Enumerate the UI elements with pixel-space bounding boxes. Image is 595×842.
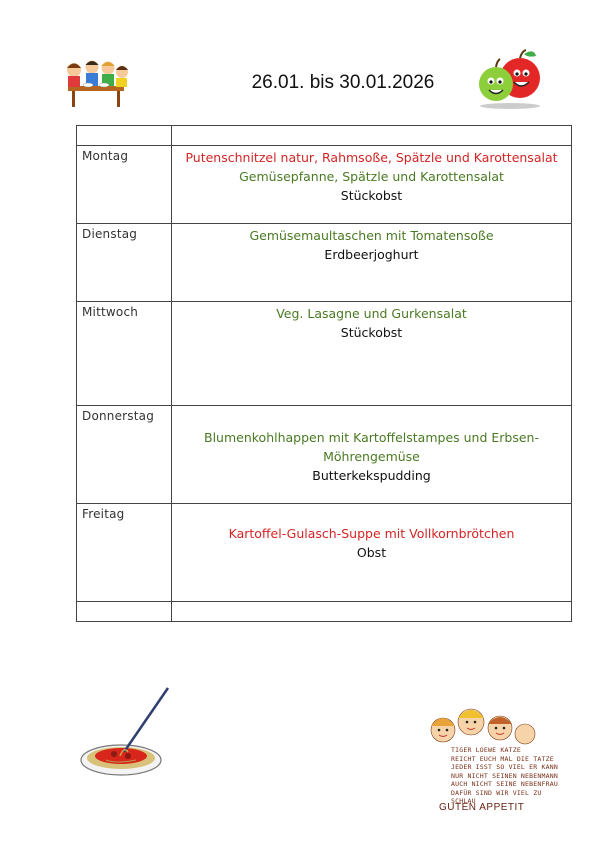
table-row: Dienstag Gemüsemaultaschen mit Tomatenso… <box>76 223 572 302</box>
dish-dessert: Stückobst <box>340 325 403 340</box>
poem-line: AUCH NICHT SEINE NEBENFRAU <box>451 780 558 788</box>
table-row: Donnerstag Blumenkohlhappen mit Kartoffe… <box>76 405 572 504</box>
table-row: Montag Putenschnitzel natur, Rahmsoße, S… <box>76 145 572 224</box>
dish-dessert: Obst <box>356 545 387 560</box>
dish-vegetarian: Gemüsepfanne, Spätzle und Karottensalat <box>239 169 504 184</box>
day-cell: Dienstag <box>76 223 172 302</box>
poem-line: REICHT EUCH MAL DIE TATZE <box>451 754 554 763</box>
meals-cell: Blumenkohlhappen mit Kartoffelstampes un… <box>171 405 572 504</box>
dish-dessert: Erdbeerjoghurt <box>324 247 419 262</box>
dish-vegetarian: Veg. Lasagne und Gurkensalat <box>276 306 467 321</box>
table-header-row <box>76 125 572 146</box>
dish-dessert: Butterkekspudding <box>312 468 431 483</box>
footer-day-cell <box>76 601 172 622</box>
poem-line: JEDER ISST SO VIEL ER KANN <box>451 763 558 771</box>
children-faces-icon <box>430 708 536 745</box>
poem-line: NUR NICHT SEINEN NEBENMANN <box>451 771 558 780</box>
dish-dessert: Stückobst <box>340 188 403 203</box>
day-cell: Donnerstag <box>76 405 172 504</box>
meals-cell: Gemüsemaultaschen mit Tomatensoße Erdbee… <box>171 223 572 302</box>
meals-cell: Veg. Lasagne und Gurkensalat Stückobst <box>171 301 572 406</box>
apple-characters-icon <box>479 49 540 109</box>
children-poem-icon: TIGER LOEWE KATZE REICHT EUCH MAL DIE TA… <box>425 700 560 816</box>
footer-meals-cell <box>171 601 572 622</box>
header-day-cell <box>76 125 172 146</box>
poem-line: TIGER LOEWE KATZE <box>451 746 521 754</box>
table-row: Freitag Kartoffel-Gulasch-Suppe mit Voll… <box>76 503 572 602</box>
header-meals-cell <box>171 125 572 146</box>
poem-line: DAFÜR SIND WIR VIEL ZU SCHLAU <box>451 788 542 806</box>
dish-main: Kartoffel-Gulasch-Suppe mit Vollkornbröt… <box>228 526 515 541</box>
children-eating-icon <box>67 60 128 107</box>
poem-text: TIGER LOEWE KATZE REICHT EUCH MAL DIE TA… <box>451 746 560 806</box>
dish-vegetarian: Blumenkohlhappen mit Kartoffelstampes un… <box>204 430 539 464</box>
table-row: Mittwoch Veg. Lasagne und Gurkensalat St… <box>76 301 572 406</box>
day-cell: Montag <box>76 145 172 224</box>
meals-cell: Kartoffel-Gulasch-Suppe mit Vollkornbröt… <box>171 503 572 602</box>
day-cell: Freitag <box>76 503 172 602</box>
spaghetti-plate-icon <box>80 687 170 776</box>
page-title: 26.01. bis 30.01.2026 <box>251 72 435 93</box>
meals-cell: Putenschnitzel natur, Rahmsoße, Spätzle … <box>171 145 572 224</box>
menu-table: Montag Putenschnitzel natur, Rahmsoße, S… <box>76 125 572 622</box>
day-cell: Mittwoch <box>76 301 172 406</box>
dish-main: Putenschnitzel natur, Rahmsoße, Spätzle … <box>185 150 558 165</box>
dish-vegetarian: Gemüsemaultaschen mit Tomatensoße <box>249 228 494 243</box>
table-footer-row <box>76 601 572 622</box>
poem-signoff: GUTEN APPETIT <box>439 802 525 813</box>
